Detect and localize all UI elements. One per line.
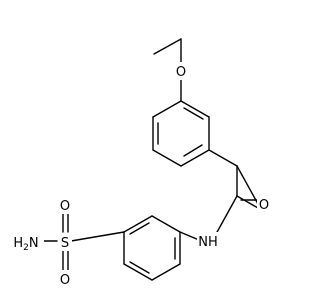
bond-ring1-carbonyl <box>208 149 238 167</box>
atom-bg-sulfur <box>58 233 72 251</box>
atom-carbonyl-oxygen: O <box>259 198 269 213</box>
bond-carbonyl-double-d <box>236 195 259 209</box>
bond-ring1-double-1 <box>183 107 204 120</box>
bond-carbonyl-nh <box>215 195 238 235</box>
molecule-diagram: O O NH S O O H2N <box>8 38 271 288</box>
atom-bg-sulfonyl-o-bottom <box>58 270 72 288</box>
atom-amide-nitrogen: NH <box>198 235 218 250</box>
bond-ring1-f <box>152 100 182 118</box>
atom-sulfonyl-oxygen-top: O <box>60 199 70 214</box>
bond-ethyl-ch3-ch2 <box>153 38 182 55</box>
bond-ring1-double-2 <box>183 144 203 157</box>
bond-carbonyl-double-a <box>236 165 259 205</box>
atom-sulfonyl-oxygen-bottom: O <box>60 273 70 288</box>
atom-bg-ether-o <box>174 62 188 80</box>
bond-ring1-d <box>152 149 182 167</box>
bond-ring2-d <box>123 263 153 281</box>
bond-ring2-double-1 <box>129 222 150 235</box>
atom-sulfur: S <box>61 236 69 251</box>
bond-ring2-sulfur <box>70 231 125 242</box>
atom-bg-amide-nh <box>197 232 219 250</box>
bond-ring1-c <box>180 149 210 167</box>
structure-drawing: O O NH S O O H2N <box>8 38 271 288</box>
atom-bg-sulfonyl-o-top <box>58 196 72 214</box>
atom-bg-sulfonamide-n <box>8 233 44 251</box>
atom-sulfonamide-nitrogen: H2N <box>13 236 38 253</box>
bond-ring2-a <box>151 215 181 233</box>
bond-ring1-a <box>180 100 210 118</box>
atom-ether-oxygen: O <box>176 65 186 80</box>
bond-ring2-e <box>151 263 181 281</box>
bond-nh-ring2 <box>179 231 200 241</box>
atom-bg-carbonyl-o <box>257 195 271 213</box>
bond-ring2-b <box>123 215 153 233</box>
bond-ring2-double-2 <box>129 261 150 274</box>
